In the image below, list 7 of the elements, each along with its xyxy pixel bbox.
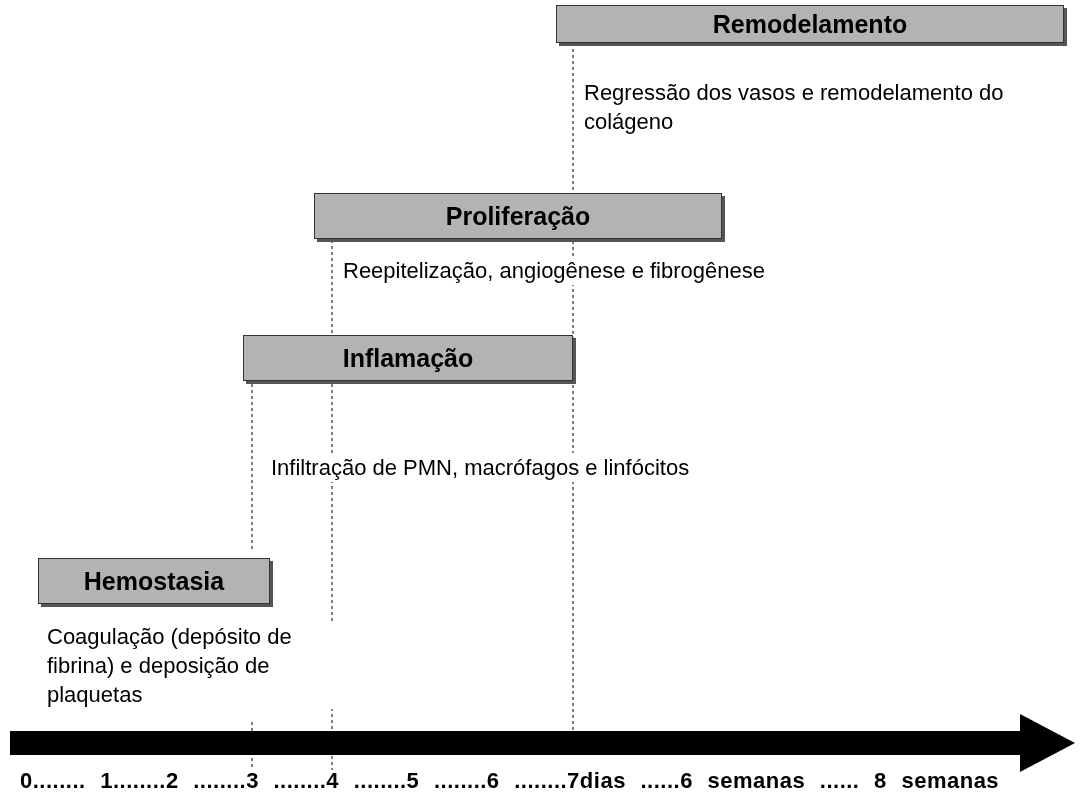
phase-box: Proliferação (314, 193, 722, 239)
phase-description: Infiltração de PMN, macrófagos e linfócitos (271, 453, 690, 482)
phase-box: Remodelamento (556, 5, 1064, 43)
phase-box: Hemostasia (38, 558, 270, 604)
time-axis-label: 0........ 1........2 ........3 ........4 ........5 ........6 ........7dias ......6 semanas ...... 8 semanas (20, 768, 1000, 794)
phase-box: Inflamação (243, 335, 573, 381)
phase-description: Reepitelização, angiogênese e fibrogênese (343, 256, 765, 285)
